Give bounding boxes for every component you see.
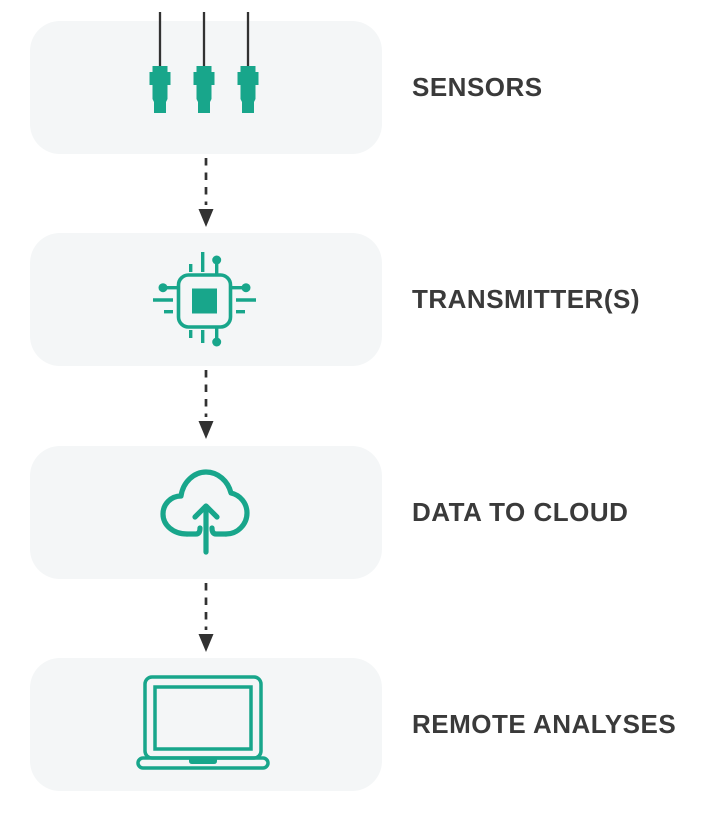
sensor-probe: [193, 12, 215, 113]
down-arrow-icon: [198, 370, 214, 439]
laptop-icon: [136, 675, 270, 770]
cloud-upload-icon: [160, 469, 250, 555]
chip-icon: [153, 252, 256, 347]
sensor-probes-icon: [149, 12, 259, 113]
remote-label: REMOTE ANALYSES: [412, 709, 677, 739]
down-arrow-icon: [198, 583, 214, 652]
sensors-label: SENSORS: [412, 72, 543, 102]
down-arrow-icon: [198, 158, 214, 227]
sensor-probe: [237, 12, 259, 113]
cloud-label: DATA TO CLOUD: [412, 497, 629, 527]
sensor-probe: [149, 12, 171, 113]
transmitter-label: TRANSMITTER(S): [412, 284, 640, 314]
